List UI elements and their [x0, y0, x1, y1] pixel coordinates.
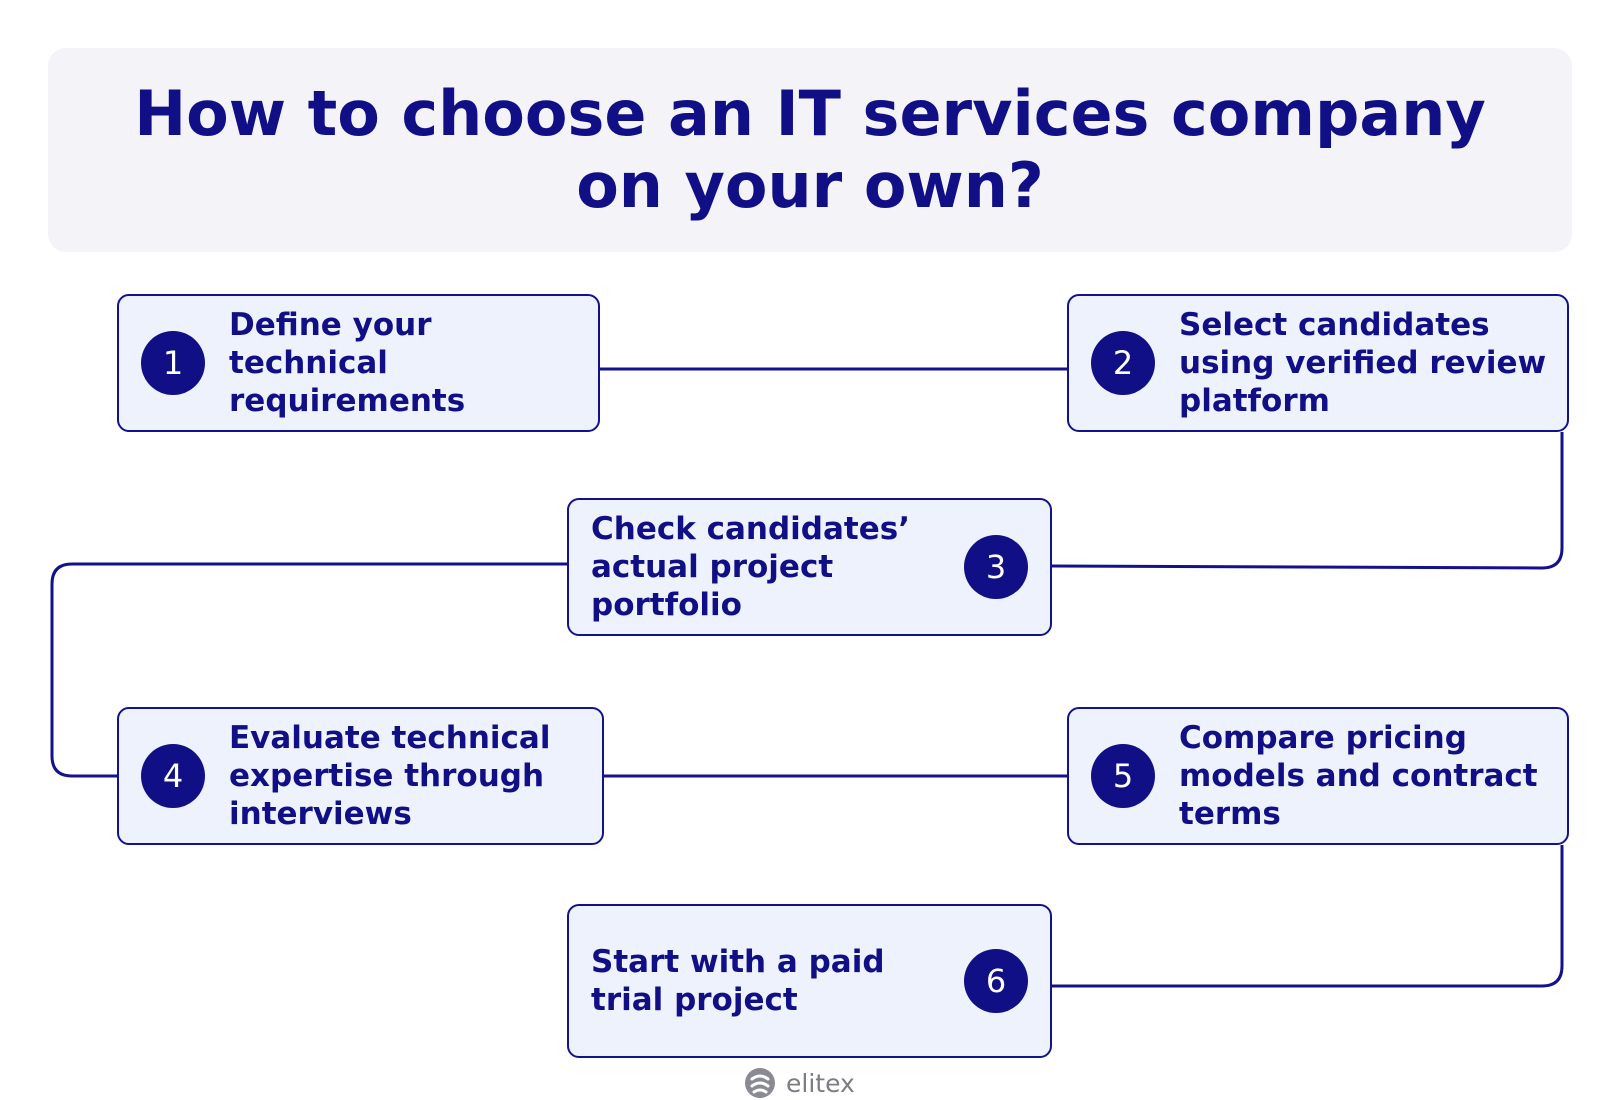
elitex-logo-icon	[745, 1068, 775, 1098]
step-number-badge: 5	[1091, 744, 1155, 808]
step-card-3: Check candidates’ actual project portfol…	[567, 498, 1052, 636]
page-title: How to choose an IT services company on …	[134, 77, 1486, 222]
header-panel: How to choose an IT services company on …	[48, 48, 1572, 252]
step-card-4: 4 Evaluate technical expertise through i…	[117, 707, 604, 845]
step-label: Compare pricing models and contract term…	[1179, 720, 1538, 832]
step-label: Start with a paid trial project	[591, 944, 885, 1018]
step-label: Define your technical requirements	[229, 307, 466, 419]
connector-2-3	[1051, 432, 1564, 570]
step-card-6: Start with a paid trial project 6	[567, 904, 1052, 1058]
step-label: Select candidates using verified review …	[1179, 307, 1547, 419]
step-number-badge: 4	[141, 744, 205, 808]
step-number-badge: 2	[1091, 331, 1155, 395]
step-label: Evaluate technical expertise through int…	[229, 720, 551, 832]
step-card-2: 2 Select candidates using verified revie…	[1067, 294, 1569, 432]
step-number-badge: 3	[964, 535, 1028, 599]
brand-name: elitex	[786, 1068, 855, 1098]
step-number-badge: 1	[141, 331, 205, 395]
step-number-badge: 6	[964, 949, 1028, 1013]
step-card-5: 5 Compare pricing models and contract te…	[1067, 707, 1569, 845]
step-card-1: 1 Define your technical requirements	[117, 294, 600, 432]
connector-5-6	[1052, 845, 1564, 988]
connector-3-4	[50, 562, 567, 778]
step-label: Check candidates’ actual project portfol…	[591, 511, 910, 623]
brand-footer: elitex	[744, 1066, 855, 1100]
